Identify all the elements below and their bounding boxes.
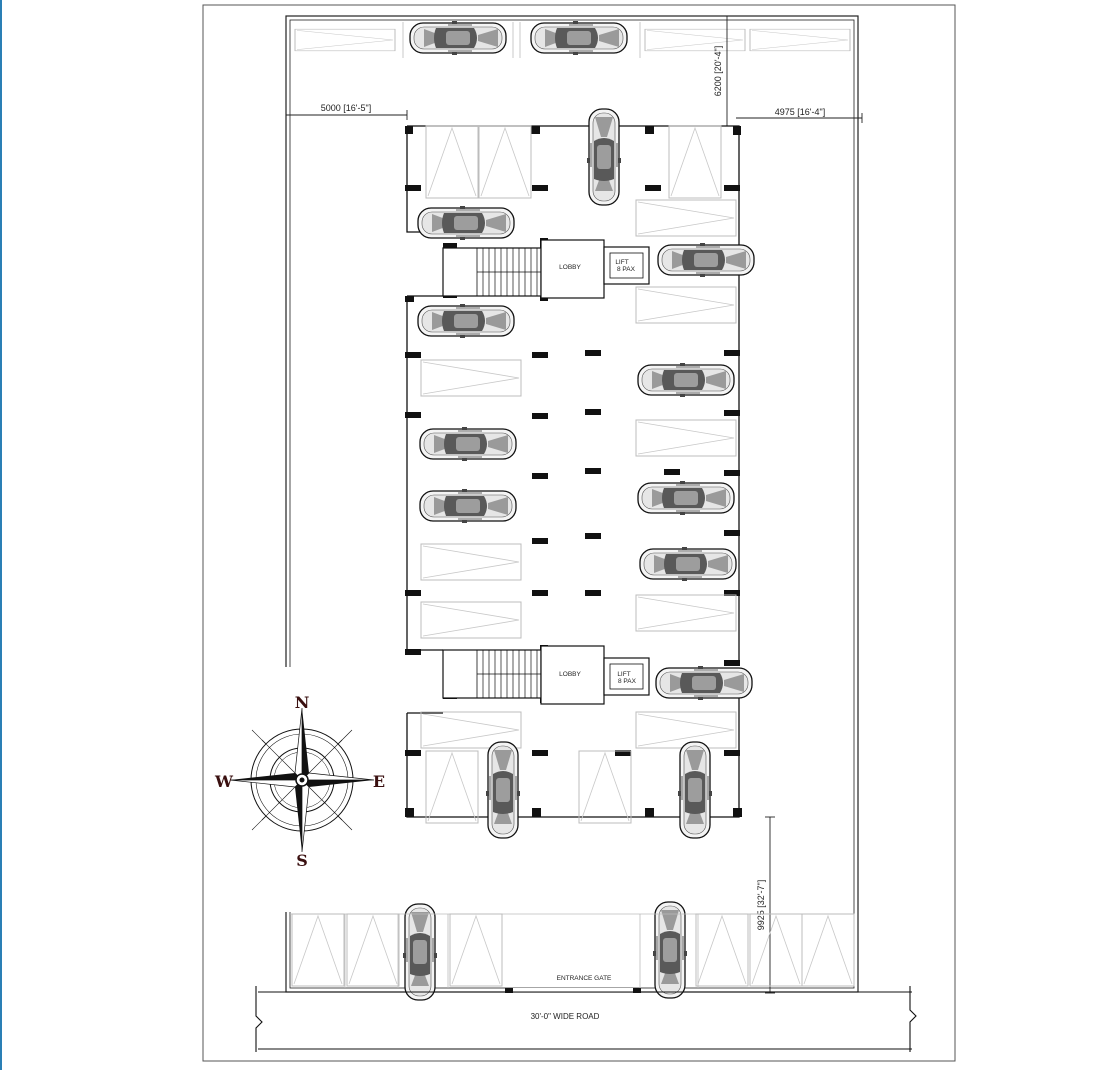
lift-upper-label-2: 8 PAX xyxy=(617,266,636,273)
lobby-upper xyxy=(540,239,605,299)
site-boundary xyxy=(285,15,859,993)
entrance-gate-label: ENTRANCE GATE xyxy=(557,975,612,982)
lift-lower-label-1: LIFT xyxy=(617,671,630,678)
compass-east-label: E xyxy=(373,772,385,791)
top-parking-row xyxy=(294,20,851,58)
lobby-lower-label: LOBBY xyxy=(559,671,581,678)
dimension-north-label: 6200 [20'-4"] xyxy=(713,46,723,96)
lift-lower-label-2: 8 PAX xyxy=(618,678,637,685)
dimension-lines xyxy=(286,15,863,994)
dimension-east-label: 4975 [16'-4"] xyxy=(775,107,825,117)
lobby-upper-label: LOBBY xyxy=(559,264,581,271)
structural-columns xyxy=(405,126,742,817)
compass-rose xyxy=(229,707,375,853)
dimension-south-label: 9925 [32'-7"] xyxy=(756,880,766,930)
road xyxy=(255,986,917,1052)
lower-core: LOBBY LIFT 8 PAX xyxy=(442,645,650,705)
drawing-frame xyxy=(202,4,956,1062)
dimension-west-label: 5000 [16'-5"] xyxy=(321,103,371,113)
window-edge xyxy=(0,0,2,1070)
road-label: 30'-0" WIDE ROAD xyxy=(531,1012,600,1021)
compass-west-label: W xyxy=(214,772,234,791)
entrance-gate: ENTRANCE GATE xyxy=(505,975,641,993)
lift-upper-label-1: LIFT xyxy=(615,259,628,266)
upper-core: LOBBY LIFT 8 PAX xyxy=(442,239,650,299)
compass-south-label: S xyxy=(296,851,308,870)
lobby-lower xyxy=(540,645,605,705)
compass-north-label: N xyxy=(295,693,310,712)
